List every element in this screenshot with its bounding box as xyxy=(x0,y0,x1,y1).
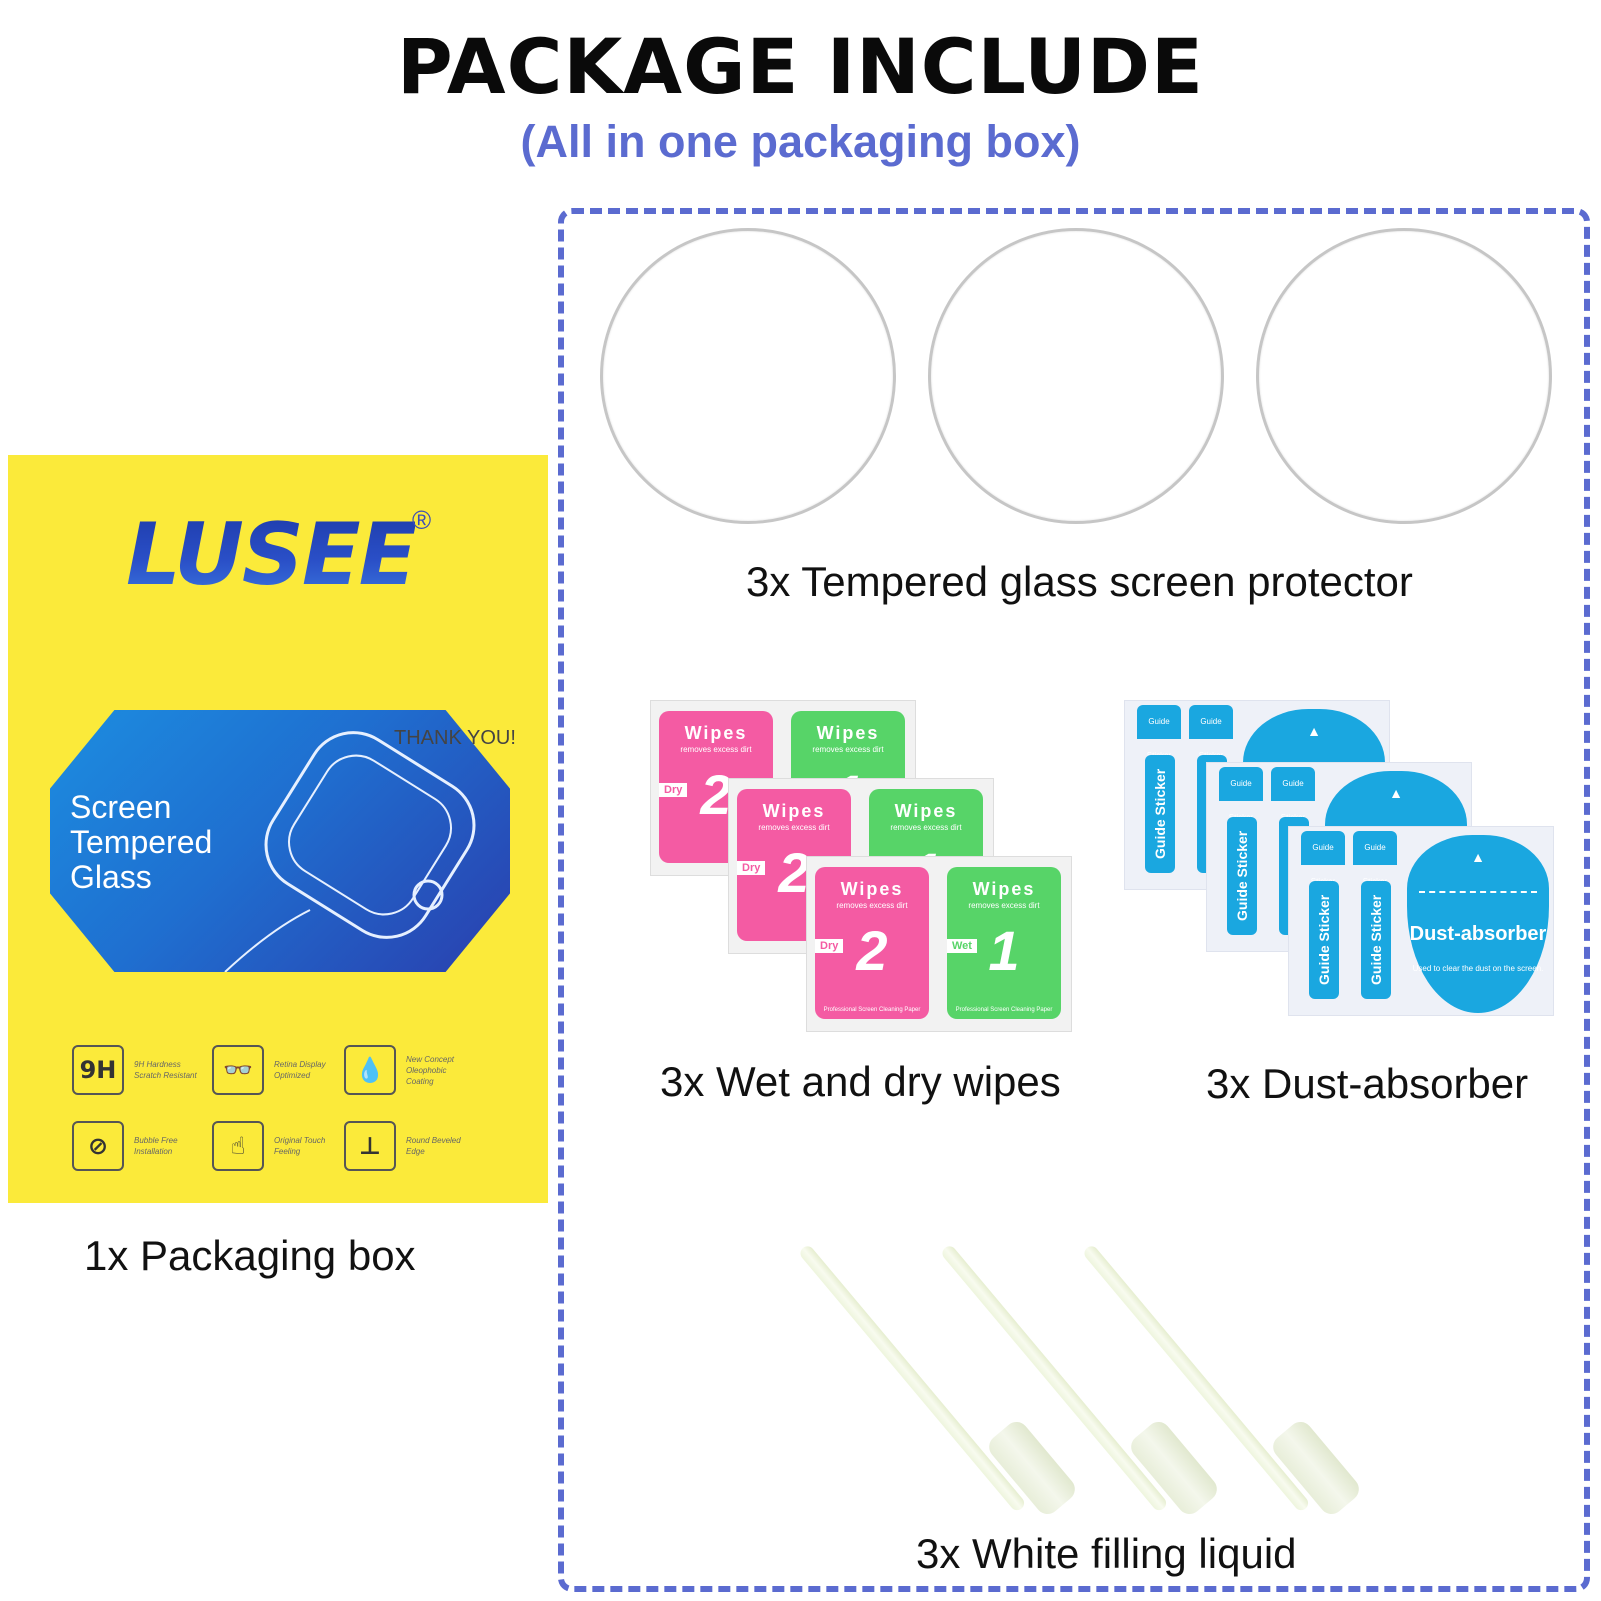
wipes-set-3: Wipes removes excess dirt 2 Dry Professi… xyxy=(806,856,1072,1032)
guide-sticker-tab: Guide Sticker xyxy=(1189,705,1233,760)
wipe-footer: Professional Screen Cleaning Paper xyxy=(823,1007,921,1013)
feature-retina: 👓 Retina Display Optimized xyxy=(212,1045,340,1095)
edge-icon: ⊥ xyxy=(344,1121,396,1171)
wipe-label: Wipes xyxy=(840,879,904,899)
wipe-sub: removes excess dirt xyxy=(680,745,752,754)
product-label-line: Screen xyxy=(70,789,172,825)
dust-absorber-label: Dust-absorber xyxy=(1409,923,1547,945)
product-label-line: Glass xyxy=(70,859,152,895)
wet-tag: Wet xyxy=(947,939,977,953)
brand-logo: LUSEE xyxy=(126,505,417,605)
guide-sticker: Guide Sticker Guide Sticker xyxy=(1189,705,1233,877)
packaging-box-caption: 1x Packaging box xyxy=(84,1232,416,1279)
wipe-label: Wipes xyxy=(684,723,748,743)
wipe-sub: removes excess dirt xyxy=(890,823,962,832)
package-contents-frame xyxy=(558,208,1590,1592)
guide-sticker-strip: Guide Sticker xyxy=(1309,881,1339,999)
feature-text: Retina Display Optimized xyxy=(274,1060,326,1080)
product-label-line: Tempered xyxy=(70,824,213,860)
feature-text: Bubble Free Installation xyxy=(134,1136,178,1156)
feature-text: 9H Hardness Scratch Resistant xyxy=(134,1060,197,1080)
glass-protector-2 xyxy=(928,228,1224,524)
wipe-sub: removes excess dirt xyxy=(758,823,830,832)
dust-absorber: ▲ Dust-absorber Used to clear the dust o… xyxy=(1407,835,1549,1013)
dry-wipe: Wipes removes excess dirt 2 Dry Professi… xyxy=(815,867,929,1019)
guide-sticker-tab: Guide Sticker xyxy=(1353,831,1397,886)
dashed-line xyxy=(1419,891,1537,893)
dust-absorber-sheet-3: Guide Sticker Guide Sticker Guide Sticke… xyxy=(1288,826,1554,1016)
wipe-number: 2 xyxy=(856,919,888,982)
wipe-footer: Professional Screen Cleaning Paper xyxy=(955,1007,1053,1013)
wipe-label: Wipes xyxy=(894,801,958,821)
drop-icon: 💧 xyxy=(344,1045,396,1095)
liquid-caption: 3x White filling liquid xyxy=(916,1530,1297,1577)
guide-sticker-tab: Guide Sticker xyxy=(1271,767,1315,822)
guide-sticker-strip: Guide Sticker xyxy=(1361,881,1391,999)
dust-caption: 3x Dust-absorber xyxy=(1206,1060,1529,1107)
dry-tag: Dry xyxy=(659,783,688,797)
dust-absorber-note: Used to clear the dust on the screen. xyxy=(1412,964,1544,973)
guide-sticker: Guide Sticker Guide Sticker xyxy=(1271,767,1315,939)
arrow-up-icon: ▲ xyxy=(1307,723,1321,739)
wipes-caption: 3x Wet and dry wipes xyxy=(660,1058,1061,1105)
feature-touch: ☝ Original Touch Feeling xyxy=(212,1121,340,1171)
nine-h-badge: 9H xyxy=(72,1045,124,1095)
wipe-label: Wipes xyxy=(972,879,1036,899)
wipe-label: Wipes xyxy=(762,801,826,821)
wipe-number: 1 xyxy=(988,919,1020,982)
glass-protector-3 xyxy=(1256,228,1552,524)
product-label-text: Screen Tempered Glass xyxy=(70,790,212,895)
arrow-up-icon: ▲ xyxy=(1389,785,1403,801)
wipe-sub: removes excess dirt xyxy=(812,745,884,754)
watch-outline-icon xyxy=(224,731,476,972)
page-subtitle: (All in one packaging box) xyxy=(520,116,1081,167)
wipe-number: 2 xyxy=(778,841,810,904)
dry-tag: Dry xyxy=(737,861,766,875)
no-bubble-icon: ⊘ xyxy=(72,1121,124,1171)
wipe-number: 2 xyxy=(700,763,732,826)
guide-sticker-strip: Guide Sticker xyxy=(1145,755,1175,873)
glass-caption: 3x Tempered glass screen protector xyxy=(746,558,1413,605)
dry-tag: Dry xyxy=(815,939,844,953)
feature-oleophobic: 💧 New Concept Oleophobic Coating xyxy=(344,1045,472,1095)
guide-sticker: Guide Sticker Guide Sticker xyxy=(1219,767,1263,939)
wipe-label: Wipes xyxy=(816,723,880,743)
arrow-up-icon: ▲ xyxy=(1471,849,1485,865)
glass-protector-1 xyxy=(600,228,896,524)
guide-sticker-tab: Guide Sticker xyxy=(1301,831,1345,886)
wipe-sub: removes excess dirt xyxy=(836,901,908,910)
guide-sticker: Guide Sticker Guide Sticker xyxy=(1301,831,1345,1003)
feature-text: New Concept Oleophobic Coating xyxy=(406,1054,455,1086)
guide-sticker-tab: Guide Sticker xyxy=(1219,767,1263,822)
thank-you-text: THANK YOU! xyxy=(394,727,516,749)
packaging-box-image: LUSEE ® Screen Tempered Glass THANK YOU!… xyxy=(8,455,548,1203)
feature-text: Original Touch Feeling xyxy=(274,1136,326,1156)
feature-9h: 9H 9H Hardness Scratch Resistant xyxy=(72,1045,200,1095)
guide-sticker: Guide Sticker Guide Sticker xyxy=(1137,705,1181,877)
wipe-sub: removes excess dirt xyxy=(968,901,1040,910)
page-title: PACKAGE INCLUDE xyxy=(397,22,1204,111)
touch-icon: ☝ xyxy=(212,1121,264,1171)
guide-sticker: Guide Sticker Guide Sticker xyxy=(1353,831,1397,1003)
eye-glasses-icon: 👓 xyxy=(212,1045,264,1095)
guide-sticker-tab: Guide Sticker xyxy=(1137,705,1181,760)
registered-mark: ® xyxy=(412,505,432,535)
feature-edge: ⊥ Round Beveled Edge xyxy=(344,1121,472,1171)
guide-sticker-strip: Guide Sticker xyxy=(1227,817,1257,935)
wet-wipe: Wipes removes excess dirt 1 Wet Professi… xyxy=(947,867,1061,1019)
feature-text: Round Beveled Edge xyxy=(406,1136,461,1156)
feature-bubble-free: ⊘ Bubble Free Installation xyxy=(72,1121,200,1171)
product-label-panel xyxy=(50,710,510,972)
